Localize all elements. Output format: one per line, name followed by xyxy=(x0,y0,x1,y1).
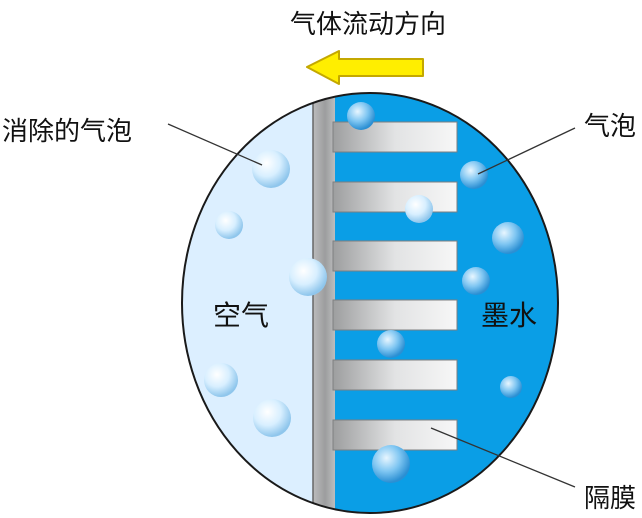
ink-bubble xyxy=(405,195,433,223)
membrane-backplate xyxy=(313,93,335,513)
ink-label: 墨水 xyxy=(481,299,537,332)
membrane-leader xyxy=(430,427,576,488)
removed-bubble-leader xyxy=(167,123,263,166)
air-label: 空气 xyxy=(213,299,269,332)
air-bubble xyxy=(204,363,238,397)
ink-bubble xyxy=(372,445,410,483)
bubble-leader xyxy=(477,127,576,175)
air-bubble xyxy=(289,258,327,296)
chamber-outline xyxy=(181,92,559,514)
bubble-label: 气泡 xyxy=(584,112,636,142)
air-bubble xyxy=(215,211,243,239)
ink-bubble xyxy=(347,102,375,130)
ink-bubble xyxy=(462,267,490,295)
flow-direction-title: 气体流动方向 xyxy=(290,10,446,40)
removed-bubble-label: 消除的气泡 xyxy=(2,117,132,147)
membrane-fingers xyxy=(332,121,458,451)
membrane-label: 隔膜 xyxy=(584,484,636,514)
ink-bubble xyxy=(377,330,405,358)
air-bubble xyxy=(252,150,290,188)
ink-bubble xyxy=(492,222,524,254)
flow-direction-arrow-icon xyxy=(306,50,424,85)
air-bubble xyxy=(253,399,291,437)
ink-bubble xyxy=(460,161,488,189)
ink-bubble xyxy=(500,376,522,398)
